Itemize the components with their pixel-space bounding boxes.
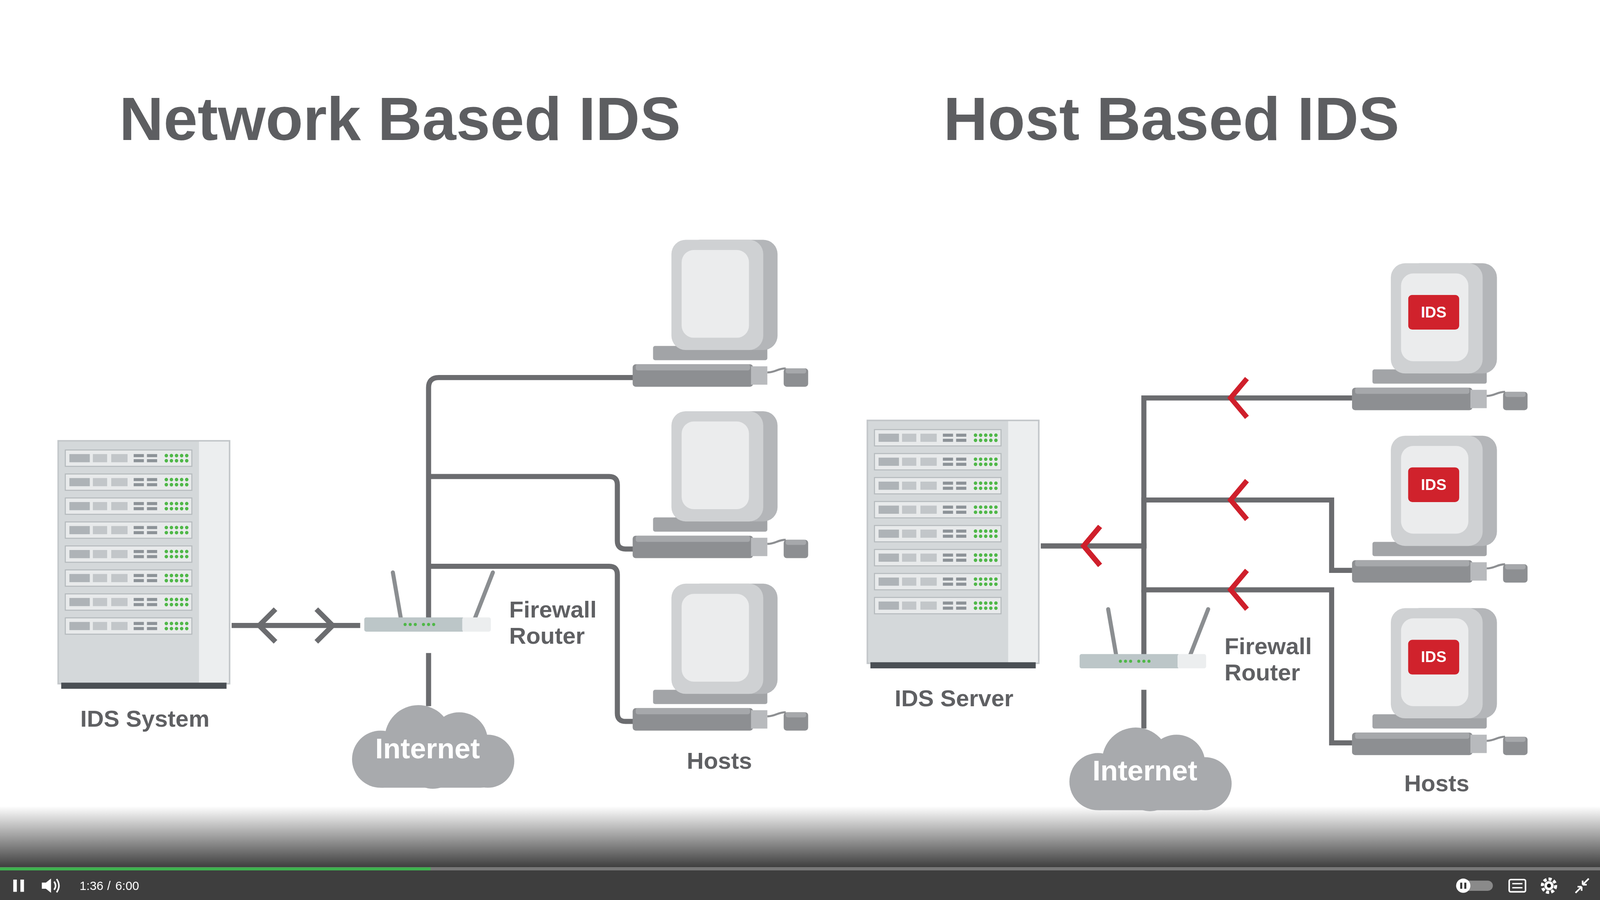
connector-line <box>425 652 431 706</box>
host-computer-shape <box>1352 263 1531 412</box>
connector <box>1143 690 1145 729</box>
connector-line <box>1040 397 1353 546</box>
device-label: IDS Server <box>867 684 1041 713</box>
time-display: 1:36 <box>79 878 104 893</box>
heading: Network Based IDS <box>119 83 681 155</box>
device-label: IDS System <box>58 705 232 733</box>
connector <box>427 652 429 706</box>
connector <box>1040 378 1353 566</box>
host-computer: IDS <box>1352 435 1531 584</box>
firewall-router-shape <box>360 570 497 634</box>
connector-line <box>231 622 361 628</box>
host-computer: IDS <box>1352 263 1531 412</box>
device-label: Firewall Router <box>509 570 624 650</box>
host-computers <box>632 240 808 731</box>
network-wires <box>428 377 1145 722</box>
internet-cloud: Internet <box>334 702 521 790</box>
connector-line <box>1141 690 1147 729</box>
ids-badge: IDS <box>1408 295 1460 330</box>
internet-cloud: Internet <box>1052 724 1238 813</box>
server-rack: IDS Server <box>867 420 1041 717</box>
connector <box>1040 480 1353 571</box>
server-rack-shape <box>867 420 1041 671</box>
server-rack: IDS System <box>58 440 232 737</box>
connector <box>231 609 361 642</box>
time-display: 6:00 <box>115 878 140 893</box>
video-player-bar <box>0 806 1600 900</box>
connector-line <box>1040 545 1353 743</box>
firewall-router: Firewall Router <box>360 570 630 653</box>
time-display: / <box>107 878 111 893</box>
cloud-label: Internet <box>375 732 480 765</box>
host-computer-shape <box>1352 608 1531 757</box>
heading: Host Based IDS <box>943 83 1400 155</box>
cloud-label: Internet <box>1092 755 1198 788</box>
group-label: Hosts <box>1404 770 1470 798</box>
arrowhead <box>259 609 276 642</box>
ids-badge: IDS <box>1408 467 1460 503</box>
connector-line <box>1040 500 1353 571</box>
firewall-router-shape <box>1075 607 1213 671</box>
arrowhead <box>1230 480 1247 520</box>
arrowhead <box>316 609 333 642</box>
host-computer: IDS <box>1352 608 1531 757</box>
connector <box>1040 526 1353 743</box>
ids-badge: IDS <box>1408 640 1460 675</box>
arrowhead <box>1083 526 1100 566</box>
firewall-router: Firewall Router <box>1075 607 1345 690</box>
group-label: Hosts <box>686 747 753 775</box>
server-rack-shape <box>58 440 232 691</box>
arrowhead <box>1230 570 1247 610</box>
arrowhead <box>1230 378 1247 418</box>
host-computer-shape <box>1352 435 1531 584</box>
device-label: Firewall Router <box>1224 607 1339 686</box>
